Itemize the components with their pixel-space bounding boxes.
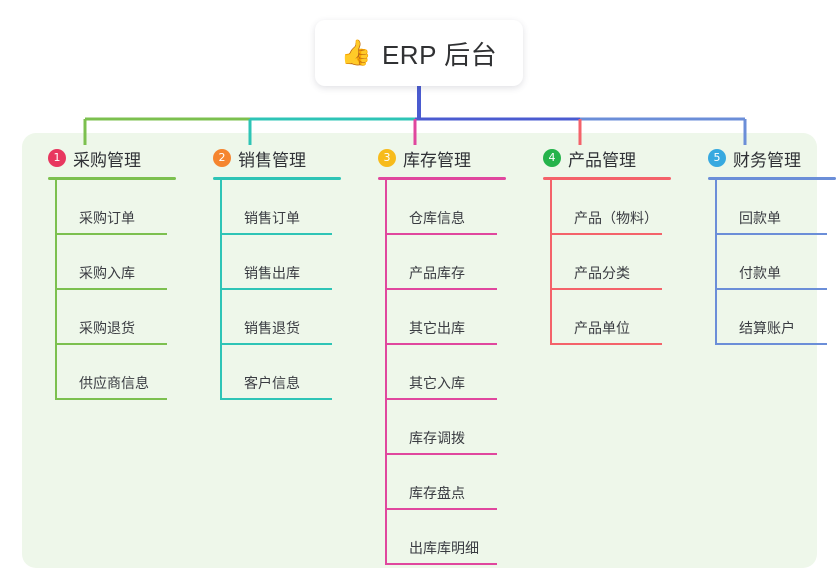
branch-title: 财务管理 bbox=[733, 150, 801, 170]
leaf-node-underline bbox=[717, 233, 827, 235]
leaf-node-underline bbox=[387, 563, 497, 565]
leaf-node[interactable]: 销售出库 bbox=[222, 235, 355, 290]
leaf-node-label: 库存调拨 bbox=[409, 430, 465, 446]
diagram-background-panel bbox=[22, 133, 817, 568]
branch-header-1[interactable]: 1 采购管理 bbox=[30, 144, 190, 172]
branch-column-4: 4 产品管理产品（物料） 产品分类产品单位 bbox=[525, 144, 685, 345]
leaf-node[interactable]: 产品库存 bbox=[387, 235, 520, 290]
leaf-node-underline bbox=[387, 453, 497, 455]
branch-column-5: 5 财务管理回款单付款单结算账户 bbox=[690, 144, 839, 345]
root-node-erp-backend[interactable]: 👍 ERP 后台 bbox=[315, 20, 523, 86]
leaf-node[interactable]: 产品（物料） bbox=[552, 180, 685, 235]
leaf-node-label: 付款单 bbox=[739, 265, 781, 281]
branch-item-list: 回款单付款单结算账户 bbox=[715, 180, 839, 345]
leaf-node-label: 回款单 bbox=[739, 210, 781, 226]
branch-item-list: 产品（物料） 产品分类产品单位 bbox=[550, 180, 685, 345]
branch-item-list: 采购订单采购入库采购退货供应商信息 bbox=[55, 180, 190, 400]
branch-column-3: 3 库存管理仓库信息产品库存其它出库其它入库库存调拨库存盘点出库库明细 bbox=[360, 144, 520, 565]
branch-item-list: 销售订单销售出库销售退货客户信息 bbox=[220, 180, 355, 400]
leaf-node-label: 其它出库 bbox=[409, 320, 465, 336]
leaf-node-label: 其它入库 bbox=[409, 375, 465, 391]
leaf-node-underline bbox=[222, 288, 332, 290]
leaf-node-label: 产品（物料） bbox=[574, 210, 658, 226]
branch-underline bbox=[543, 177, 671, 180]
leaf-node[interactable]: 付款单 bbox=[717, 235, 839, 290]
branch-underline bbox=[213, 177, 341, 180]
leaf-node[interactable]: 产品单位 bbox=[552, 290, 685, 345]
leaf-node-label: 供应商信息 bbox=[79, 375, 149, 391]
leaf-node-underline bbox=[57, 233, 167, 235]
leaf-node-underline bbox=[552, 288, 662, 290]
branch-number-badge: 4 bbox=[543, 149, 561, 167]
branch-title: 采购管理 bbox=[73, 150, 141, 170]
leaf-node-label: 出库库明细 bbox=[409, 540, 479, 556]
leaf-node[interactable]: 供应商信息 bbox=[57, 345, 190, 400]
leaf-node-underline bbox=[222, 398, 332, 400]
leaf-node-label: 产品单位 bbox=[574, 320, 630, 336]
branch-underline bbox=[378, 177, 506, 180]
leaf-node-label: 销售退货 bbox=[244, 320, 300, 336]
leaf-node-label: 产品库存 bbox=[409, 265, 465, 281]
leaf-node[interactable]: 采购订单 bbox=[57, 180, 190, 235]
branch-number-badge: 3 bbox=[378, 149, 396, 167]
leaf-node[interactable]: 出库库明细 bbox=[387, 510, 520, 565]
leaf-node-underline bbox=[552, 233, 662, 235]
leaf-node-label: 采购入库 bbox=[79, 265, 135, 281]
leaf-node-underline bbox=[222, 233, 332, 235]
leaf-node[interactable]: 库存盘点 bbox=[387, 455, 520, 510]
leaf-node-underline bbox=[387, 288, 497, 290]
branch-header-3[interactable]: 3 库存管理 bbox=[360, 144, 520, 172]
leaf-node-underline bbox=[57, 343, 167, 345]
leaf-node-underline bbox=[387, 508, 497, 510]
branch-item-list: 仓库信息产品库存其它出库其它入库库存调拨库存盘点出库库明细 bbox=[385, 180, 520, 565]
leaf-node[interactable]: 采购退货 bbox=[57, 290, 190, 345]
branch-header-4[interactable]: 4 产品管理 bbox=[525, 144, 685, 172]
branch-number-badge: 5 bbox=[708, 149, 726, 167]
leaf-node-label: 客户信息 bbox=[244, 375, 300, 391]
branch-title: 库存管理 bbox=[403, 150, 471, 170]
leaf-node-label: 采购退货 bbox=[79, 320, 135, 336]
leaf-node-underline bbox=[57, 398, 167, 400]
leaf-node-underline bbox=[387, 343, 497, 345]
leaf-node[interactable]: 仓库信息 bbox=[387, 180, 520, 235]
leaf-node-label: 仓库信息 bbox=[409, 210, 465, 226]
leaf-node-underline bbox=[387, 233, 497, 235]
branch-number-badge: 2 bbox=[213, 149, 231, 167]
branch-column-1: 1 采购管理采购订单采购入库采购退货供应商信息 bbox=[30, 144, 190, 400]
leaf-node[interactable]: 客户信息 bbox=[222, 345, 355, 400]
branch-header-2[interactable]: 2 销售管理 bbox=[195, 144, 355, 172]
thumbs-up-icon: 👍 bbox=[340, 38, 372, 67]
leaf-node[interactable]: 回款单 bbox=[717, 180, 839, 235]
branch-underline bbox=[48, 177, 176, 180]
branch-column-2: 2 销售管理销售订单销售出库销售退货客户信息 bbox=[195, 144, 355, 400]
leaf-node[interactable]: 销售退货 bbox=[222, 290, 355, 345]
root-node-title: ERP 后台 bbox=[381, 39, 498, 70]
branch-header-5[interactable]: 5 财务管理 bbox=[690, 144, 839, 172]
leaf-node-label: 结算账户 bbox=[739, 320, 795, 336]
branch-number-badge: 1 bbox=[48, 149, 66, 167]
branch-title: 产品管理 bbox=[568, 150, 636, 170]
branch-underline bbox=[708, 177, 836, 180]
leaf-node[interactable]: 库存调拨 bbox=[387, 400, 520, 455]
leaf-node-label: 采购订单 bbox=[79, 210, 135, 226]
leaf-node[interactable]: 采购入库 bbox=[57, 235, 190, 290]
leaf-node-underline bbox=[717, 343, 827, 345]
leaf-node[interactable]: 产品分类 bbox=[552, 235, 685, 290]
leaf-node-label: 销售出库 bbox=[244, 265, 300, 281]
leaf-node-underline bbox=[57, 288, 167, 290]
leaf-node-label: 产品分类 bbox=[574, 265, 630, 281]
leaf-node-underline bbox=[222, 343, 332, 345]
leaf-node[interactable]: 其它入库 bbox=[387, 345, 520, 400]
leaf-node-label: 销售订单 bbox=[244, 210, 300, 226]
leaf-node-label: 库存盘点 bbox=[409, 485, 465, 501]
branch-title: 销售管理 bbox=[238, 150, 306, 170]
leaf-node-underline bbox=[552, 343, 662, 345]
leaf-node[interactable]: 销售订单 bbox=[222, 180, 355, 235]
leaf-node[interactable]: 结算账户 bbox=[717, 290, 839, 345]
leaf-node[interactable]: 其它出库 bbox=[387, 290, 520, 345]
leaf-node-underline bbox=[387, 398, 497, 400]
leaf-node-underline bbox=[717, 288, 827, 290]
